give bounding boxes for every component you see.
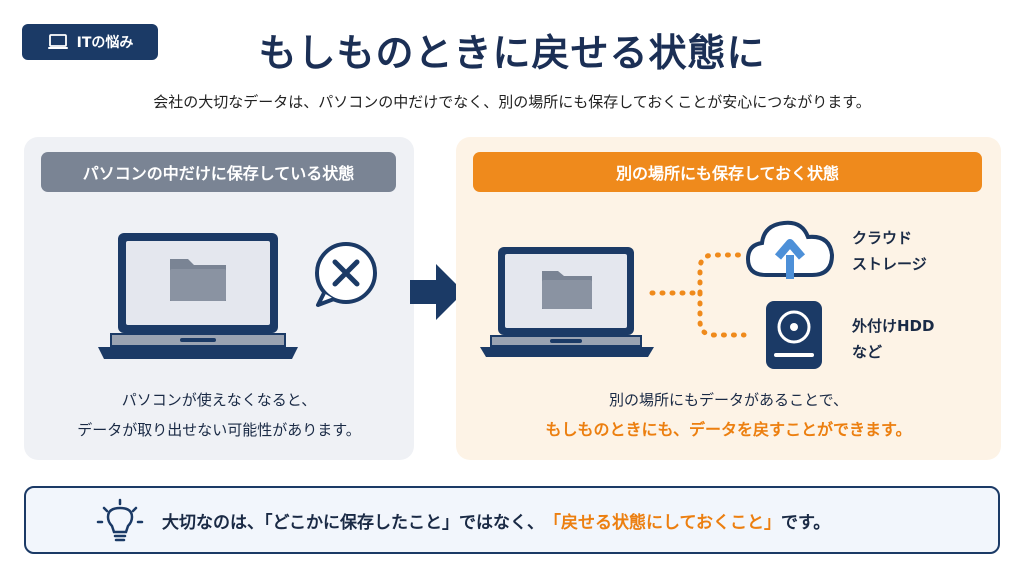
key-message: 大切なのは、「どこかに保存したこと」ではなく、「戻せる状態にしておくこと」です。 [162,488,830,552]
page-title: もしものときに戻せる状態に [258,31,766,75]
left-panel: パソコンの中だけに保存している状態 パソコンが使えなくなると、 データが取り出せ… [24,137,414,460]
key-message-part3: です。 [780,512,831,533]
right-caption-line1: 別の場所にもデータがあることで、 [609,391,848,409]
right-panel-heading: 別の場所にも保存しておく状態 [473,152,982,192]
x-speech-bubble-icon [315,242,377,307]
cloud-label-line2: ストレージ [852,255,927,273]
cloud-label-line1: クラウド [852,229,913,247]
laptop-icon [47,34,68,49]
left-panel-caption: パソコンが使えなくなると、 データが取り出せない可能性があります。 [24,385,414,445]
key-message-highlight: 「戻せる状態にしておくこと」 [544,512,781,533]
left-caption-line1: パソコンが使えなくなると、 [121,391,317,409]
cloud-storage-label: クラウド ストレージ [852,225,927,277]
folder-icon [542,271,592,309]
left-caption-line2: データが取り出せない可能性があります。 [77,421,361,439]
dotted-connector [649,252,747,338]
page-subtitle: 会社の大切なデータは、パソコンの中だけでなく、別の場所にも保存しておくことが安心… [153,93,871,111]
key-message-box: 大切なのは、「どこかに保存したこと」ではなく、「戻せる状態にしておくこと」です。 [24,486,1000,554]
right-panel-caption: 別の場所にもデータがあることで、 もしものときにも、データを戻すことができます。 [456,385,1001,445]
hdd-label-line2: など [852,343,883,361]
lightbulb-icon [96,498,144,542]
right-arrow-icon [410,264,464,320]
cloud-upload-icon [745,220,835,279]
hdd-label: 外付けHDD など [852,313,934,365]
category-badge: ITの悩み [22,24,158,60]
left-panel-heading: パソコンの中だけに保存している状態 [41,152,396,192]
laptop-icon [480,247,654,357]
badge-label: ITの悩み [76,35,134,51]
folder-icon [170,259,226,301]
hdd-label-line1: 外付けHDD [852,317,935,335]
key-message-part1: 大切なのは、「どこかに保存したこと」ではなく、 [162,512,544,533]
hdd-icon [766,301,822,369]
right-caption-line2: もしものときにも、データを戻すことができます。 [545,420,912,439]
laptop-icon [98,233,298,359]
right-panel: 別の場所にも保存しておく状態 クラウド ストレージ 外付けHDD など 別の場所… [456,137,1001,460]
